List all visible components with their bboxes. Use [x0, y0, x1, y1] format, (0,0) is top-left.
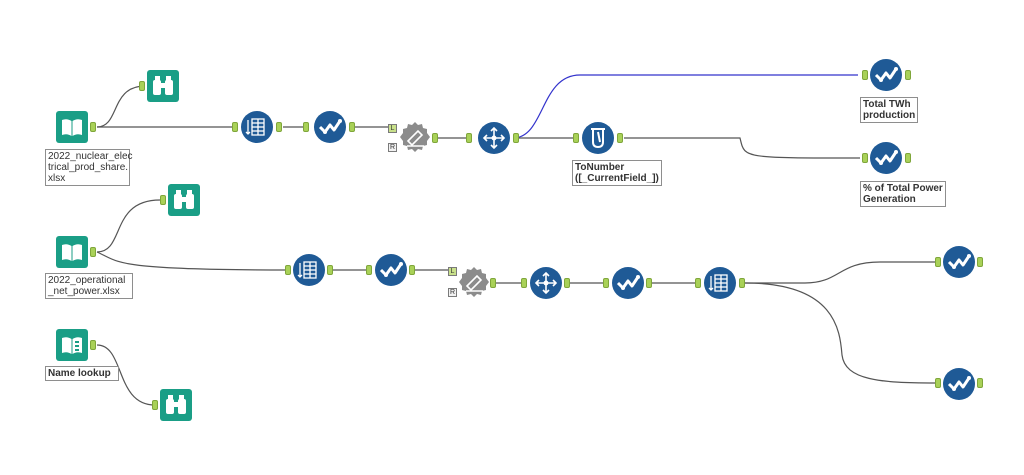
wire-selected — [512, 74, 858, 139]
output-anchor[interactable] — [905, 153, 911, 163]
output-anchor[interactable] — [90, 247, 96, 257]
operational-input-tool[interactable] — [56, 236, 88, 268]
checkmark-icon — [318, 120, 342, 134]
join-tool[interactable] — [458, 266, 490, 298]
input-anchor[interactable] — [862, 153, 868, 163]
join-icon — [465, 274, 483, 292]
table-icon — [245, 118, 265, 136]
table-icon — [297, 261, 317, 279]
input-anchor[interactable] — [862, 70, 868, 80]
table-icon — [708, 274, 728, 292]
multi-field-formula-tool[interactable] — [582, 122, 614, 154]
browse-tool[interactable] — [147, 70, 179, 102]
input-anchor[interactable] — [232, 122, 238, 132]
input-anchor[interactable] — [466, 133, 472, 143]
checkmark-icon — [874, 151, 898, 165]
select-tool-total-twh[interactable] — [870, 59, 902, 91]
crosstab-tool[interactable] — [293, 254, 325, 286]
wire — [96, 344, 156, 406]
input-anchor[interactable] — [139, 81, 145, 91]
output-anchor[interactable] — [617, 133, 623, 143]
output-anchor[interactable] — [905, 70, 911, 80]
binoculars-icon — [153, 76, 173, 95]
select-tool[interactable] — [375, 254, 407, 286]
transpose-tool[interactable] — [530, 267, 562, 299]
input-anchor[interactable] — [521, 278, 527, 288]
output-anchor[interactable] — [409, 265, 415, 275]
output-anchor[interactable] — [432, 133, 438, 143]
output-anchor[interactable] — [327, 265, 333, 275]
input-anchor[interactable] — [935, 257, 941, 267]
checkmark-icon — [947, 255, 971, 269]
checkmark-icon — [379, 263, 403, 277]
book-icon — [62, 119, 82, 136]
input-anchor[interactable] — [573, 133, 579, 143]
flask-icon — [591, 128, 605, 149]
input-anchor[interactable] — [603, 278, 609, 288]
join-right-tag[interactable]: R — [448, 288, 457, 297]
select-tool-pct-total[interactable] — [870, 142, 902, 174]
checkmark-icon — [616, 276, 640, 290]
output-anchor[interactable] — [977, 257, 983, 267]
transpose-tool[interactable] — [478, 122, 510, 154]
binoculars-icon — [166, 395, 186, 414]
join-left-tag[interactable]: L — [448, 267, 457, 276]
select-tool[interactable] — [943, 246, 975, 278]
select-tool[interactable] — [612, 267, 644, 299]
join-icon — [406, 129, 424, 147]
wire — [96, 199, 161, 253]
total-twh-annotation: Total TWh production — [860, 97, 918, 123]
operational-input-annotation: 2022_operational _net_power.xlsx — [45, 273, 133, 299]
join-left-tag[interactable]: L — [388, 124, 397, 133]
input-anchor[interactable] — [695, 278, 701, 288]
nuclear-input-tool[interactable] — [56, 111, 88, 143]
output-anchor[interactable] — [739, 278, 745, 288]
browse-tool[interactable] — [168, 184, 200, 216]
output-anchor[interactable] — [90, 340, 96, 350]
input-anchor[interactable] — [303, 122, 309, 132]
wire — [745, 261, 935, 284]
select-tool[interactable] — [314, 111, 346, 143]
output-anchor[interactable] — [349, 122, 355, 132]
wire — [96, 85, 146, 128]
input-anchor[interactable] — [160, 195, 166, 205]
wire — [96, 251, 290, 271]
crosstab-tool[interactable] — [241, 111, 273, 143]
name-lookup-input-tool[interactable] — [56, 329, 88, 361]
input-anchor[interactable] — [935, 378, 941, 388]
output-anchor[interactable] — [646, 278, 652, 288]
binoculars-icon — [174, 190, 194, 209]
input-anchor[interactable] — [285, 265, 291, 275]
join-right-tag[interactable]: R — [388, 143, 397, 152]
output-anchor[interactable] — [513, 133, 519, 143]
input-anchor[interactable] — [366, 265, 372, 275]
nuclear-input-annotation: 2022_nuclear_elec trical_prod_share. xls… — [45, 149, 133, 186]
browse-tool[interactable] — [160, 389, 192, 421]
output-anchor[interactable] — [490, 278, 496, 288]
output-anchor[interactable] — [564, 278, 570, 288]
output-anchor[interactable] — [276, 122, 282, 132]
wire — [744, 282, 936, 384]
name-lookup-annotation: Name lookup — [45, 366, 119, 381]
output-anchor[interactable] — [90, 122, 96, 132]
output-anchor[interactable] — [977, 378, 983, 388]
to-number-annotation: ToNumber ([_CurrentField_]) — [572, 160, 662, 186]
checkmark-icon — [947, 377, 971, 391]
select-tool[interactable] — [943, 368, 975, 400]
wire — [624, 137, 861, 159]
pct-total-annotation: % of Total Power Generation — [860, 181, 946, 207]
book-icon — [62, 244, 82, 261]
input-anchor[interactable] — [152, 400, 158, 410]
crosstab-tool[interactable] — [704, 267, 736, 299]
join-tool[interactable] — [399, 121, 431, 153]
checkmark-icon — [874, 68, 898, 82]
